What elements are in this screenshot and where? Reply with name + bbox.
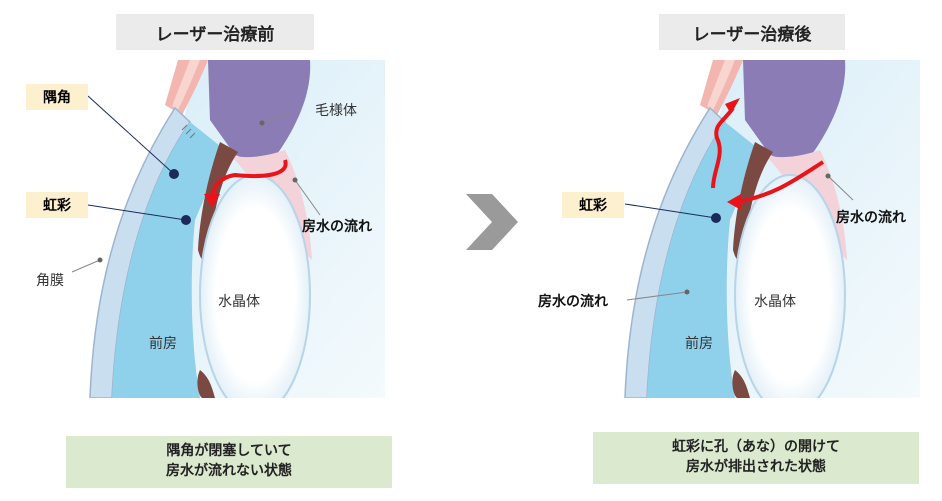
caption-before-line1: 隅角が閉塞していて [166,443,292,459]
label-kakumaku: 角膜 [36,273,64,289]
label-kousai-after: 虹彩 [562,192,624,218]
label-bousui-flow-after-right: 房水の流れ [836,210,906,226]
label-zenbou-before: 前房 [149,336,177,352]
caption-after-line2: 房水が排出された状態 [686,459,826,475]
caption-after-line1: 虹彩に孔（あな）の開けて [672,439,840,455]
chevron-right-icon [462,190,522,254]
label-gukaku: 隅角 [26,84,88,110]
label-bousui-flow-after-left: 房水の流れ [538,294,608,310]
title-after: レーザー治療後 [659,14,845,50]
label-bousui-flow-before: 房水の流れ [302,219,372,235]
label-suishoutai-after: 水晶体 [754,294,796,310]
caption-before-line2: 房水が流れない状態 [166,463,292,479]
eye-diagram-before [50,60,385,398]
label-kousai-before: 虹彩 [26,192,88,218]
eye-diagram-after [585,60,920,398]
label-suishoutai-before: 水晶体 [218,294,260,310]
caption-before: 隅角が閉塞していて 房水が流れない状態 [66,436,392,488]
caption-after: 虹彩に孔（あな）の開けて 房水が排出された状態 [593,432,919,484]
title-before: レーザー治療前 [116,14,314,50]
label-zenbou-after: 前房 [685,336,713,352]
label-mouyoutai: 毛様体 [315,103,357,119]
